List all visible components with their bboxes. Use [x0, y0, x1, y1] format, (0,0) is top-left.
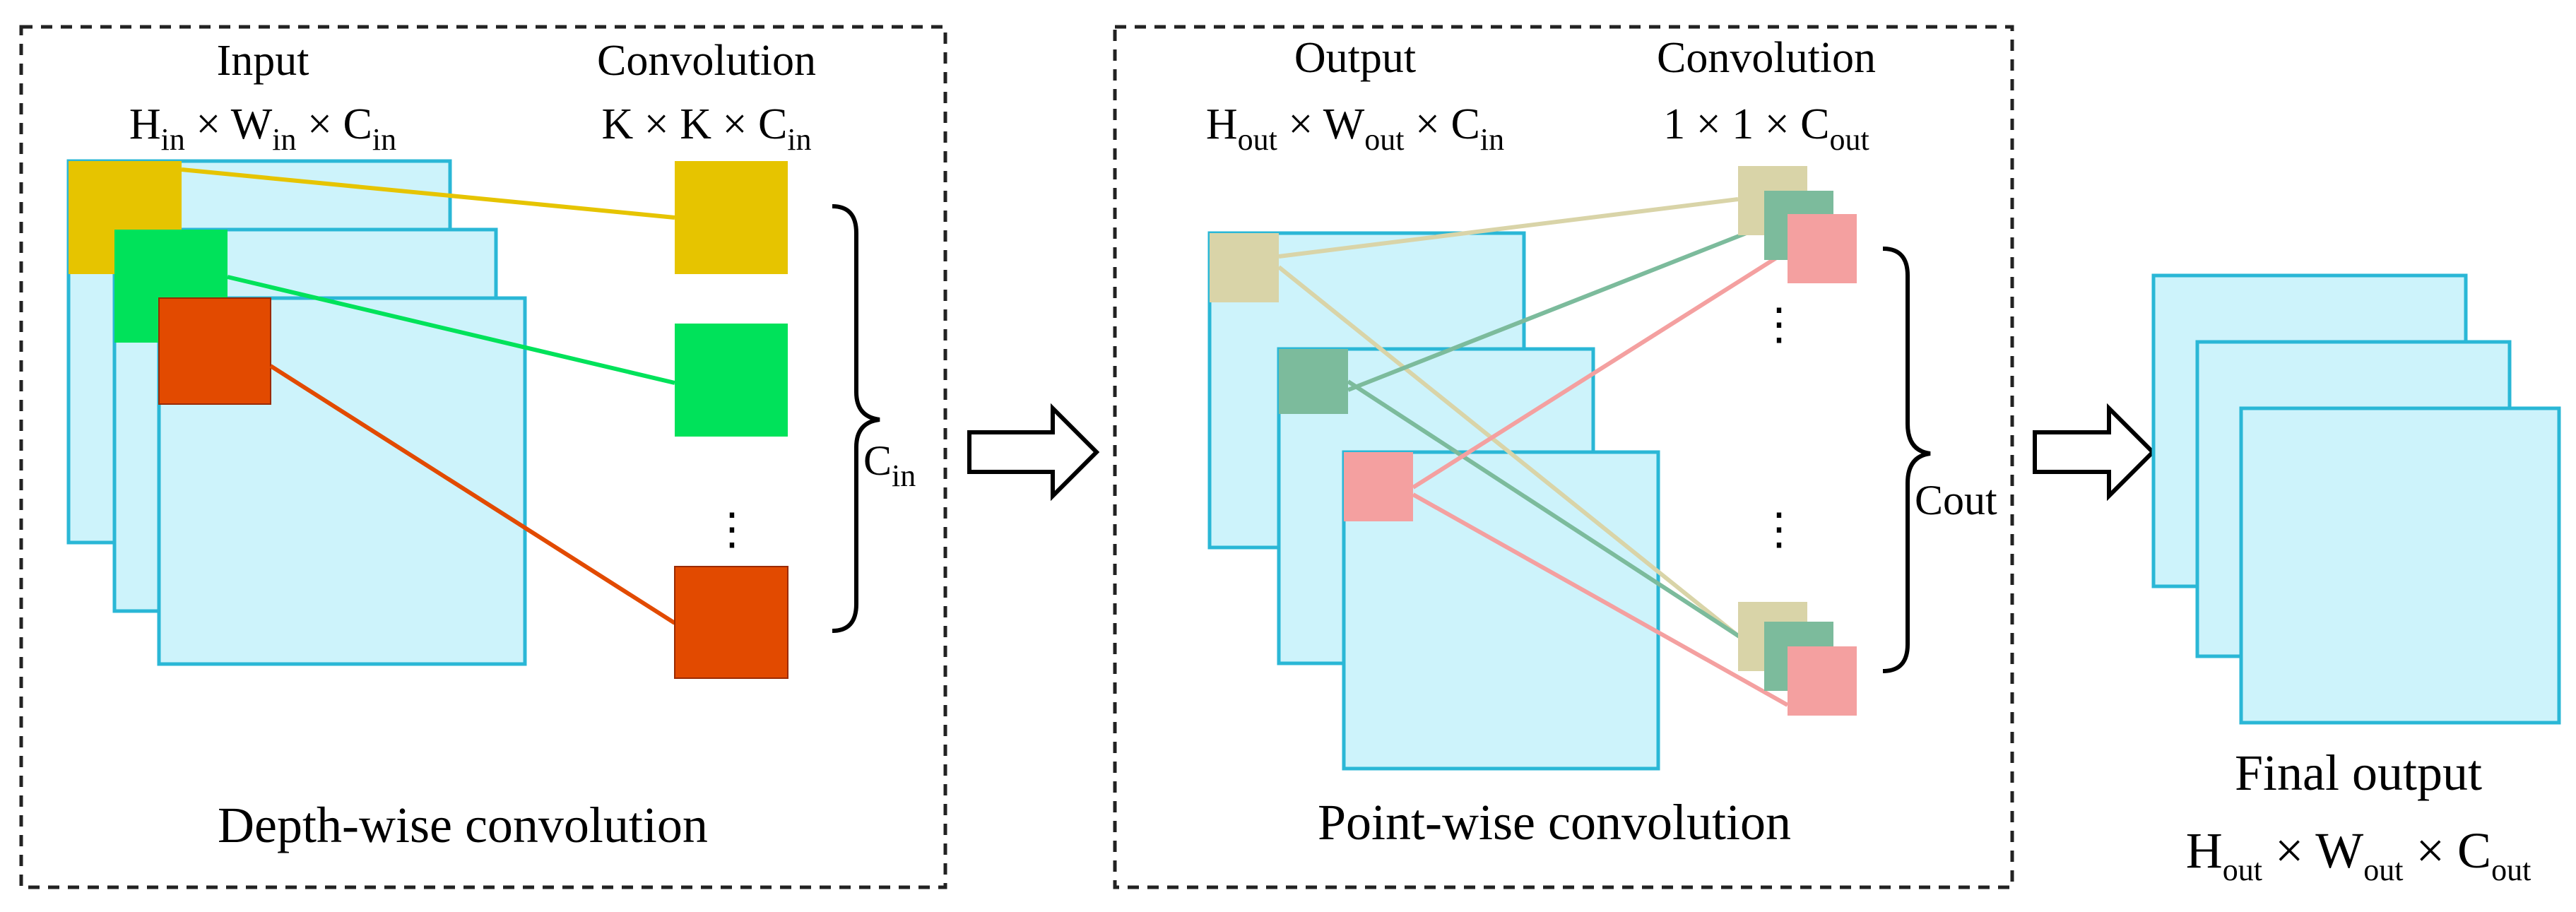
- output-pixel-beige: [1210, 233, 1279, 302]
- input-dimensions: Hin × Win × Cin: [129, 100, 396, 157]
- arrow-pointwise-to-final: [2033, 403, 2156, 502]
- depthwise-caption: Depth-wise convolution: [218, 797, 708, 853]
- pointwise-panel-border: [1113, 25, 2014, 889]
- link-beige-top: [1278, 197, 1739, 259]
- depthwise-brace-label: Cin: [863, 437, 916, 493]
- pointwise-ellipsis-1: ⋮: [1757, 301, 1801, 349]
- pointwise-brace-label: Cout: [1915, 477, 1997, 523]
- link-green: [227, 275, 675, 385]
- pointwise-brace: [1882, 247, 1931, 673]
- depthwise-conv-dimensions: K × K × Cin: [601, 100, 811, 157]
- input-title: Input: [217, 37, 309, 85]
- link-pink-top: [1412, 249, 1789, 490]
- depthwise-ellipsis: ⋮: [710, 506, 754, 554]
- depthwise-brace: [832, 204, 880, 633]
- pw-kernel-bottom-pink: [1788, 646, 1857, 716]
- final-output-title: Final output: [2235, 745, 2482, 801]
- depthwise-conv-title: Convolution: [597, 37, 816, 85]
- kernel-green: [675, 324, 788, 437]
- final-output-dimensions: Hout × Wout × Cout: [2186, 822, 2531, 887]
- output-dimensions: Hout × Wout × Cin: [1206, 100, 1504, 157]
- output-pixel-teal: [1279, 349, 1348, 414]
- arrow-depthwise-to-pointwise: [967, 403, 1100, 502]
- output-title: Output: [1294, 34, 1416, 82]
- output-pixel-pink: [1344, 452, 1413, 521]
- kernel-orange: [674, 566, 788, 679]
- input-patch-orange: [158, 297, 271, 405]
- pw-kernel-top-pink: [1788, 214, 1857, 283]
- link-pink-bottom: [1412, 492, 1789, 707]
- pointwise-caption: Point-wise convolution: [1318, 794, 1791, 851]
- kernel-yellow: [675, 161, 788, 274]
- link-teal-bottom: [1347, 379, 1766, 655]
- link-beige-bottom: [1277, 265, 1739, 638]
- final-map-3: [2239, 406, 2561, 725]
- depthwise-panel-border: [19, 25, 947, 889]
- link-teal-top: [1347, 224, 1766, 392]
- link-yellow: [181, 167, 675, 220]
- pointwise-ellipsis-2: ⋮: [1757, 506, 1801, 554]
- pointwise-conv-dimensions: 1 × 1 × Cout: [1663, 100, 1869, 157]
- pointwise-conv-title: Convolution: [1657, 34, 1876, 82]
- link-orange: [269, 364, 676, 625]
